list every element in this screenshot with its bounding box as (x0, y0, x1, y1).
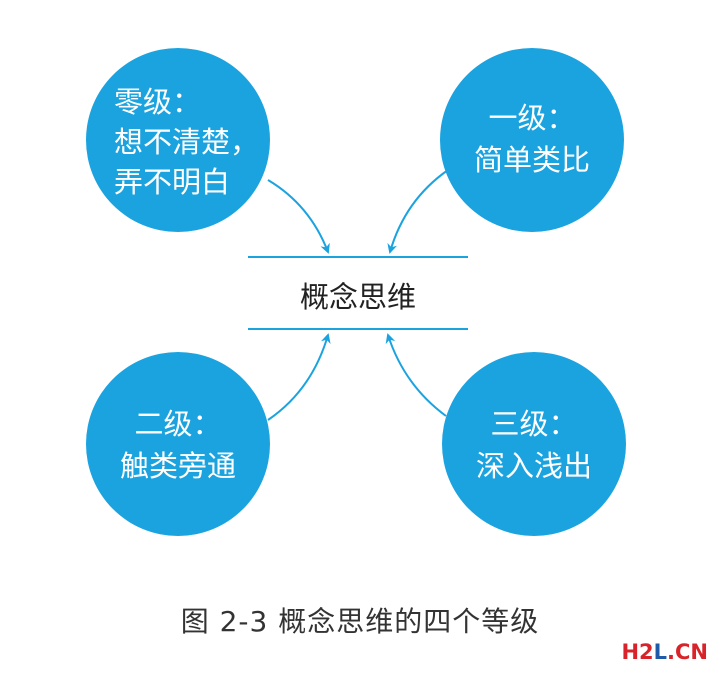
level-0-line-3: 弄不明白 (114, 165, 231, 199)
watermark-logo: H2L.CN (621, 640, 708, 664)
level-0-line-1: 零级： (114, 85, 202, 119)
level-3-circle: 三级： 深入浅出 (442, 352, 626, 536)
figure-caption: 图 2-3 概念思维的四个等级 (180, 605, 540, 638)
arrow-from-level-3 (385, 333, 447, 417)
level-0-line-2: 想不清楚， (114, 125, 260, 159)
center-top-rule (248, 256, 468, 258)
level-1-circle: 一级： 简单类比 (440, 48, 624, 232)
center-title: 概念思维 (299, 280, 416, 314)
level-2-line-1: 二级： (134, 407, 222, 441)
center-bottom-rule (248, 328, 468, 330)
arrow-from-level-2 (267, 333, 331, 421)
level-3-line-2: 深入浅出 (475, 449, 592, 483)
level-2-line-2: 触类旁通 (119, 449, 236, 483)
level-3-line-1: 三级： (490, 407, 578, 441)
level-1-line-2: 简单类比 (473, 143, 590, 177)
level-2-circle: 二级： 触类旁通 (86, 352, 270, 536)
watermark-cn: .CN (667, 640, 708, 664)
arrow-from-level-0 (267, 179, 330, 254)
arrow-from-level-1 (387, 169, 449, 254)
watermark-h2: H2 (621, 640, 654, 664)
watermark-l: L (653, 640, 668, 664)
level-1-line-1: 一级： (488, 101, 576, 135)
level-0-circle: 零级： 想不清楚， 弄不明白 (86, 48, 270, 232)
